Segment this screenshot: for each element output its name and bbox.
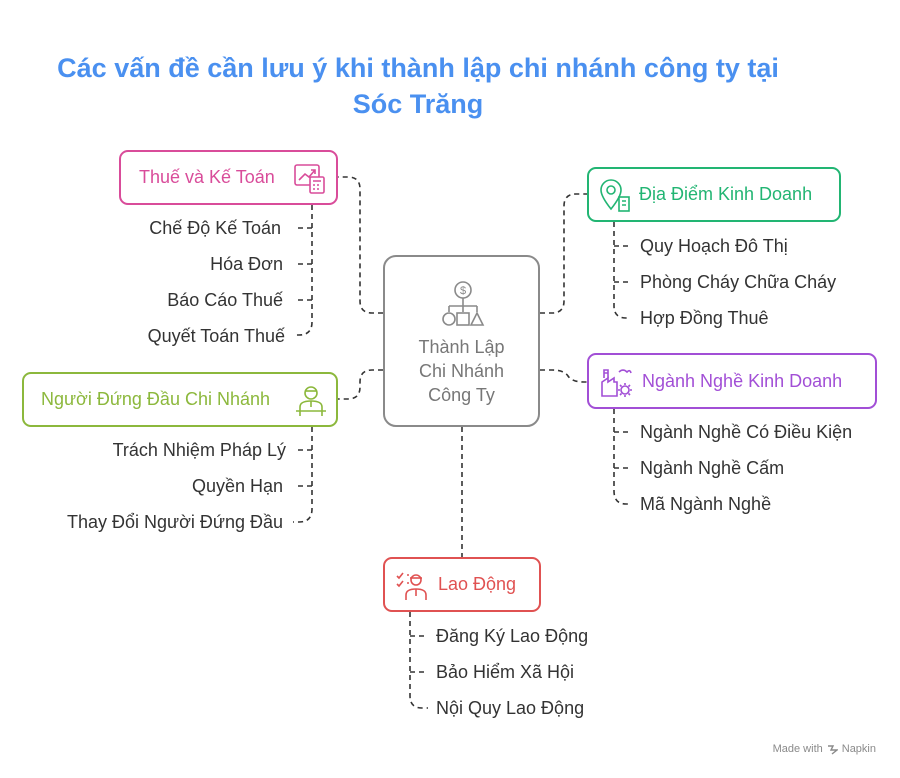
location-item-1: Quy Hoạch Đô Thị (640, 236, 788, 256)
made-with-napkin-badge: Made with Napkin (773, 743, 876, 755)
center-label-line-3: Công Ty (428, 385, 495, 405)
business-lines-node: Ngành Nghề Kinh Doanh (587, 353, 877, 409)
tax-item-4: Quyết Toán Thuế (147, 326, 285, 346)
center-node: $ Thành Lập Chi Nhánh Công Ty (383, 255, 540, 427)
svg-text:$: $ (460, 285, 466, 297)
made-with-text: Made with (772, 743, 823, 755)
business-lines-label: Ngành Nghề Kinh Doanh (642, 370, 843, 391)
location-item-3: Hợp Đồng Thuê (640, 308, 769, 328)
tax-item-3: Báo Cáo Thuế (167, 290, 283, 310)
business-location-node: Địa Điểm Kinh Doanh (587, 167, 841, 222)
org-chart-dollar-icon: $ (442, 281, 485, 326)
business-item-1: Ngành Nghề Có Điều Kiện (640, 422, 853, 442)
tax-item-1: Chế Độ Kế Toán (149, 218, 281, 238)
tax-item-2: Hóa Đơn (210, 254, 283, 274)
labor-item-1: Đăng Ký Lao Động (436, 626, 589, 646)
map-pin-building-icon (600, 179, 630, 212)
labor-item-2: Bảo Hiểm Xã Hội (436, 662, 575, 682)
location-item-2: Phòng Cháy Chữa Cháy (640, 272, 837, 292)
diagram-title-line-1: Các vấn đề cần lưu ý khi thành lập chi n… (57, 53, 779, 83)
business-item-2: Ngành Nghề Cấm (640, 458, 785, 478)
center-label-line-1: Thành Lập (418, 337, 505, 357)
diagram-title-line-2: Sóc Trăng (352, 89, 484, 119)
factory-gear-icon (601, 369, 632, 397)
napkin-brand-text: Napkin (841, 743, 876, 755)
tax-accounting-node: Thuế và Kế Toán (119, 150, 338, 205)
manager-at-desk-icon (296, 386, 326, 416)
center-label-line-2: Chi Nhánh (418, 361, 505, 381)
branch-head-label: Người Đứng Đầu Chi Nhánh (41, 389, 271, 409)
business-location-label: Địa Điểm Kinh Doanh (639, 184, 813, 204)
labor-node: Lao Động (383, 557, 541, 612)
labor-item-3: Nội Quy Lao Động (436, 698, 585, 718)
chart-calculator-icon (294, 164, 325, 194)
labor-label: Lao Động (438, 574, 517, 594)
head-item-3: Thay Đổi Người Đứng Đầu (67, 512, 283, 532)
head-item-1: Trách Nhiệm Pháp Lý (112, 440, 286, 460)
business-item-3: Mã Ngành Nghề (640, 494, 772, 514)
tax-accounting-label: Thuế và Kế Toán (139, 167, 275, 187)
napkin-logo-icon (827, 744, 838, 755)
worker-checklist-icon (396, 572, 427, 600)
branch-head-node: Người Đứng Đầu Chi Nhánh (22, 372, 338, 427)
head-item-2: Quyền Hạn (191, 476, 283, 496)
